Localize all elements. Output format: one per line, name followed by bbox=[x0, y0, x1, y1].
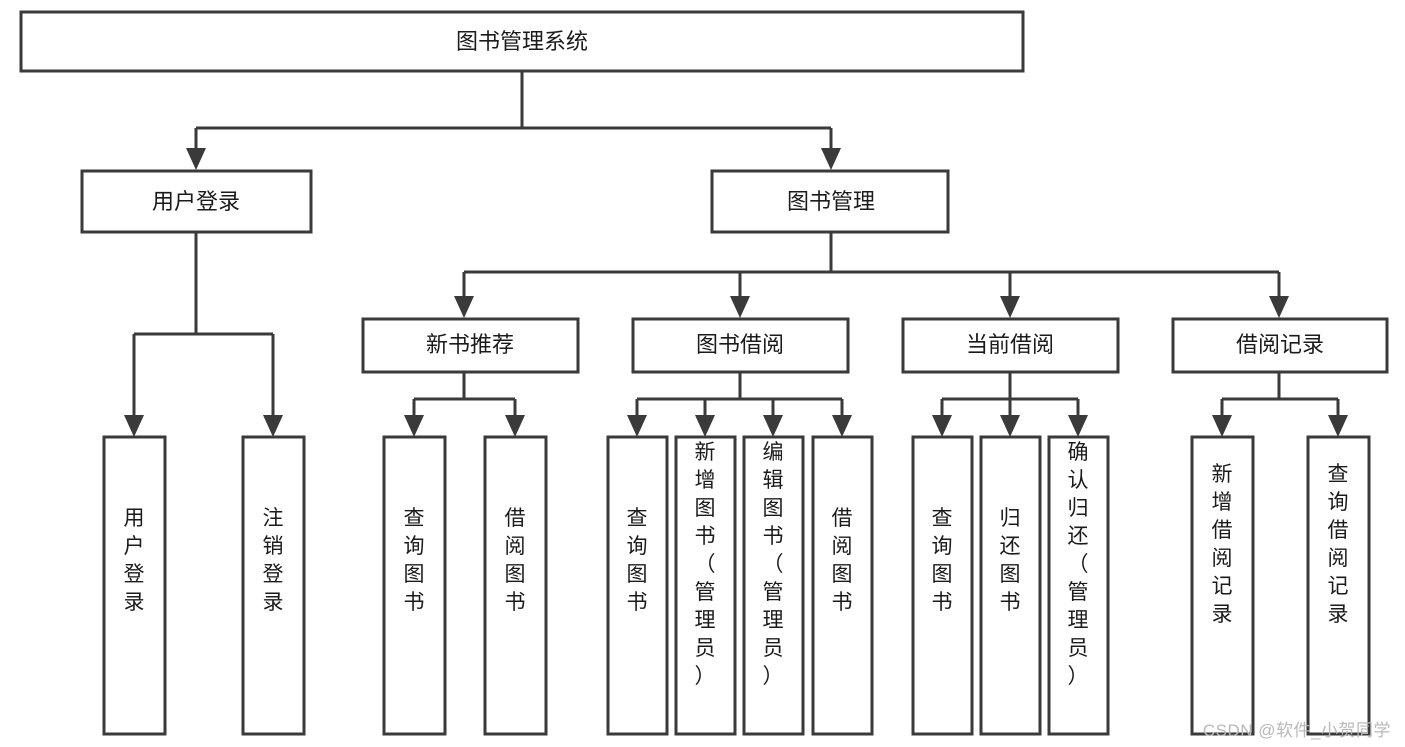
node-leaf-borrow-book-2-label: 借阅图书 bbox=[832, 507, 853, 614]
node-current-borrow[interactable]: 当前借阅 bbox=[901, 317, 1120, 374]
node-book-manage-label: 图书管理 bbox=[787, 189, 875, 214]
node-leaf-borrow-book-2-box[interactable] bbox=[811, 435, 874, 736]
node-book-manage[interactable]: 图书管理 bbox=[710, 169, 950, 234]
node-leaf-query-book-2-label: 查询图书 bbox=[627, 507, 648, 614]
node-leaf-query-book-3-label: 查询图书 bbox=[932, 507, 953, 614]
node-user-login-label: 用户登录 bbox=[152, 189, 240, 214]
node-leaf-add-record[interactable]: 新增借阅记录 bbox=[1190, 435, 1255, 736]
node-leaf-borrow-book-1-label: 借阅图书 bbox=[505, 507, 526, 614]
node-leaf-add-book-label: 新增图书（管理员） bbox=[695, 441, 716, 688]
node-leaf-user-login[interactable]: 用户登录 bbox=[102, 435, 167, 736]
arrowhead-leaf-edit-book bbox=[763, 415, 783, 437]
arrowhead-book-borrow bbox=[730, 296, 750, 318]
node-book-borrow-label: 图书借阅 bbox=[696, 332, 784, 357]
arrowhead-leaf-add-record bbox=[1212, 415, 1232, 437]
arrowhead-leaf-user-logout bbox=[263, 415, 283, 437]
arrowhead-leaf-query-book-3 bbox=[932, 415, 952, 437]
node-leaf-query-book-1[interactable]: 查询图书 bbox=[382, 435, 447, 736]
node-leaf-user-logout-box[interactable] bbox=[241, 435, 306, 736]
node-user-login-box[interactable] bbox=[80, 169, 313, 234]
node-leaf-query-book-1-label: 查询图书 bbox=[404, 507, 425, 614]
node-leaf-confirm-return-box[interactable] bbox=[1047, 435, 1110, 736]
node-leaf-add-book-box[interactable] bbox=[674, 435, 737, 736]
node-book-borrow[interactable]: 图书借阅 bbox=[631, 317, 850, 374]
node-book-manage-box[interactable] bbox=[710, 169, 950, 234]
arrowhead-leaf-confirm-return bbox=[1068, 415, 1088, 437]
node-leaf-edit-book-label: 编辑图书（管理员） bbox=[763, 441, 784, 688]
node-leaf-query-record-box[interactable] bbox=[1306, 435, 1371, 736]
arrowhead-new-book-recommend bbox=[454, 296, 474, 318]
arrowhead-leaf-query-book-2 bbox=[627, 415, 647, 437]
node-leaf-edit-book[interactable]: 编辑图书（管理员） bbox=[742, 435, 805, 736]
arrowhead-book-manage bbox=[821, 148, 841, 170]
arrowhead-leaf-add-book bbox=[695, 415, 715, 437]
connector-layer bbox=[124, 71, 1348, 437]
node-leaf-query-record-label: 查询借阅记录 bbox=[1328, 463, 1349, 626]
node-user-login[interactable]: 用户登录 bbox=[80, 169, 313, 234]
node-leaf-add-record-box[interactable] bbox=[1190, 435, 1255, 736]
node-book-borrow-box[interactable] bbox=[631, 317, 850, 374]
node-leaf-user-login-box[interactable] bbox=[102, 435, 167, 736]
arrowhead-borrow-record bbox=[1269, 296, 1289, 318]
node-new-book-recommend[interactable]: 新书推荐 bbox=[361, 317, 580, 374]
node-root[interactable]: 图书管理系统 bbox=[19, 10, 1025, 73]
node-leaf-query-book-3-box[interactable] bbox=[911, 435, 974, 736]
node-leaf-query-book-2[interactable]: 查询图书 bbox=[606, 435, 669, 736]
node-leaf-user-logout-label: 注销登录 bbox=[263, 507, 284, 614]
node-borrow-record-label: 借阅记录 bbox=[1236, 332, 1324, 357]
arrowhead-leaf-query-book-1 bbox=[404, 415, 424, 437]
node-leaf-user-logout[interactable]: 注销登录 bbox=[241, 435, 306, 736]
node-root-box[interactable] bbox=[19, 10, 1025, 73]
node-leaf-return-book-box[interactable] bbox=[979, 435, 1042, 736]
arrowhead-leaf-user-login bbox=[124, 415, 144, 437]
arrowhead-leaf-borrow-book-2 bbox=[832, 415, 852, 437]
node-leaf-confirm-return[interactable]: 确认归还（管理员） bbox=[1047, 435, 1110, 736]
node-current-borrow-box[interactable] bbox=[901, 317, 1120, 374]
node-leaf-add-record-label: 新增借阅记录 bbox=[1212, 463, 1233, 626]
node-borrow-record[interactable]: 借阅记录 bbox=[1171, 317, 1389, 374]
node-leaf-query-book-2-box[interactable] bbox=[606, 435, 669, 736]
node-root-label: 图书管理系统 bbox=[456, 29, 588, 54]
arrowhead-user-login bbox=[186, 148, 206, 170]
arrowhead-leaf-return-book bbox=[1000, 415, 1020, 437]
node-leaf-user-login-label: 用户登录 bbox=[124, 507, 145, 614]
node-leaf-query-book-3[interactable]: 查询图书 bbox=[911, 435, 974, 736]
node-leaf-query-book-1-box[interactable] bbox=[382, 435, 447, 736]
node-current-borrow-label: 当前借阅 bbox=[966, 332, 1054, 357]
node-leaf-add-book[interactable]: 新增图书（管理员） bbox=[674, 435, 737, 736]
node-leaf-query-record[interactable]: 查询借阅记录 bbox=[1306, 435, 1371, 736]
node-new-book-recommend-label: 新书推荐 bbox=[426, 332, 514, 357]
node-leaf-edit-book-box[interactable] bbox=[742, 435, 805, 736]
csdn-watermark: CSDN @软件_小贺同学 bbox=[1202, 721, 1391, 740]
arrowhead-leaf-borrow-book-1 bbox=[505, 415, 525, 437]
node-new-book-recommend-box[interactable] bbox=[361, 317, 580, 374]
arrowhead-leaf-query-record bbox=[1328, 415, 1348, 437]
node-leaf-confirm-return-label: 确认归还（管理员） bbox=[1068, 441, 1089, 688]
node-borrow-record-box[interactable] bbox=[1171, 317, 1389, 374]
node-leaf-borrow-book-1[interactable]: 借阅图书 bbox=[483, 435, 548, 736]
node-leaf-borrow-book-2[interactable]: 借阅图书 bbox=[811, 435, 874, 736]
node-leaf-borrow-book-1-box[interactable] bbox=[483, 435, 548, 736]
arrowhead-current-borrow bbox=[1000, 296, 1020, 318]
node-leaf-return-book[interactable]: 归还图书 bbox=[979, 435, 1042, 736]
node-leaf-return-book-label: 归还图书 bbox=[1000, 507, 1021, 614]
